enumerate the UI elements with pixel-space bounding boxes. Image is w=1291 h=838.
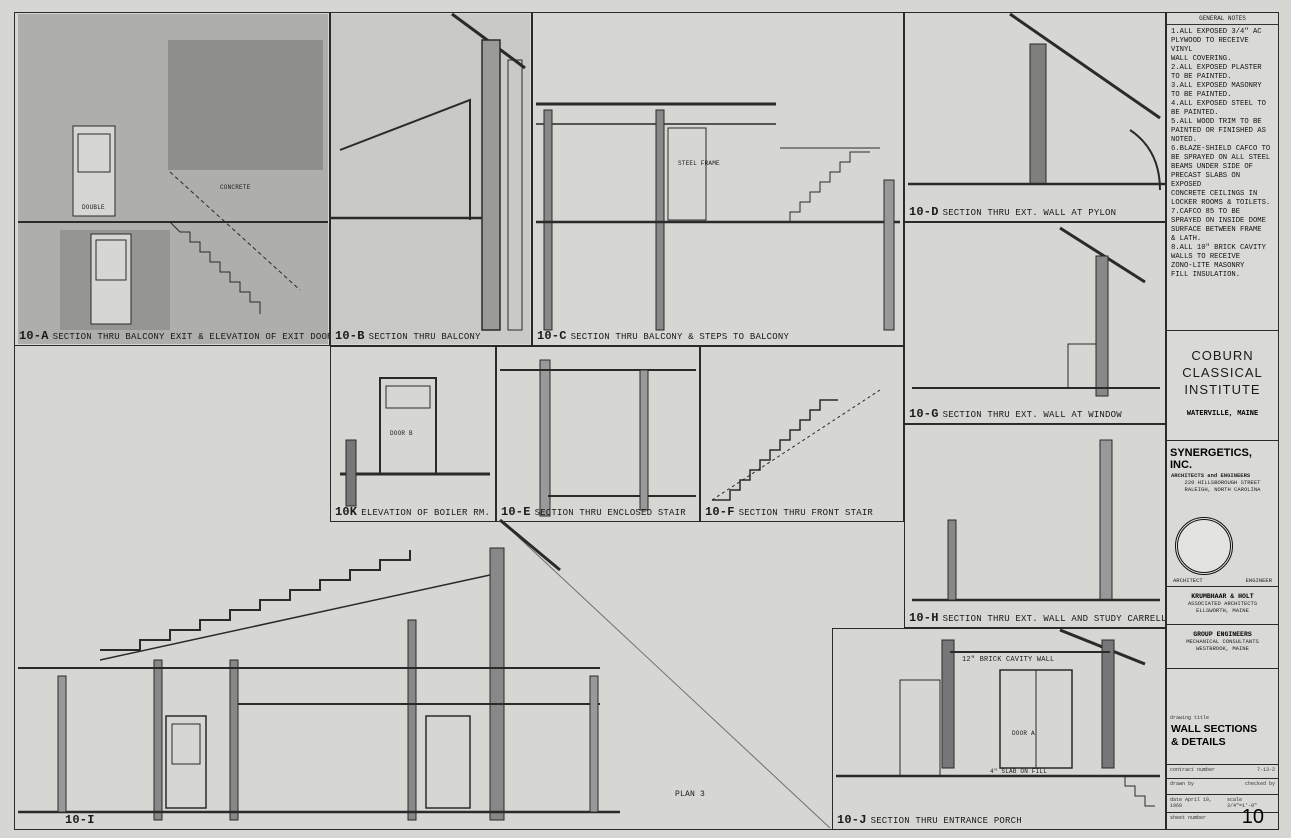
associate-block: KRUMBHAAR & HOLT ASSOCIATED ARCHITECTS E…	[1167, 587, 1278, 625]
sheet-row: sheet number 10	[1170, 806, 1264, 828]
panel-caption: 10-I	[65, 813, 95, 827]
annotation: 4" SLAB ON FILL	[990, 768, 1048, 775]
architect-block: SYNERGETICS, INC. ARCHITECTS and ENGINEE…	[1167, 441, 1278, 587]
notes-text: 1.ALL EXPOSED 3/4" AC PLYWOOD TO RECEIVE…	[1171, 28, 1271, 279]
annotation: STEEL FRAME	[678, 160, 720, 167]
architect-name: SYNERGETICS, INC.	[1170, 447, 1252, 471]
blank-block	[1167, 669, 1278, 713]
project-block: COBURN CLASSICAL INSTITUTE WATERVILLE, M…	[1167, 331, 1278, 441]
annotation: 12" BRICK CAVITY WALL	[962, 656, 1055, 664]
annotation: CONCRETE	[220, 184, 251, 191]
registration-seal	[1175, 517, 1233, 575]
project-location: WATERVILLE, MAINE	[1186, 410, 1259, 418]
title-block: GENERAL NOTES 1.ALL EXPOSED 3/4" AC PLYW…	[1166, 12, 1279, 830]
annotation: DOUBLE	[82, 204, 105, 211]
sheet-number: 10	[1241, 806, 1264, 828]
plan-note: PLAN 3	[675, 790, 706, 799]
general-notes: GENERAL NOTES 1.ALL EXPOSED 3/4" AC PLYW…	[1167, 13, 1278, 331]
date-row: date April 10, 1969 scale 3/4"=1'-0"	[1167, 795, 1278, 813]
drawing-title-block: drawing title WALL SECTIONS & DETAILS	[1167, 713, 1278, 765]
engineers-block: GROUP ENGINEERS MECHANICAL CONSULTANTS W…	[1167, 625, 1278, 669]
drawing-title: WALL SECTIONS & DETAILS	[1171, 723, 1258, 748]
notes-heading: GENERAL NOTES	[1167, 13, 1278, 25]
panel-10i: 10-I PLAN 3	[14, 346, 832, 830]
project-name: COBURN CLASSICAL INSTITUTE	[1182, 348, 1263, 397]
annotation: DOOR A	[1012, 730, 1035, 737]
annotation: DOOR B	[390, 430, 413, 437]
